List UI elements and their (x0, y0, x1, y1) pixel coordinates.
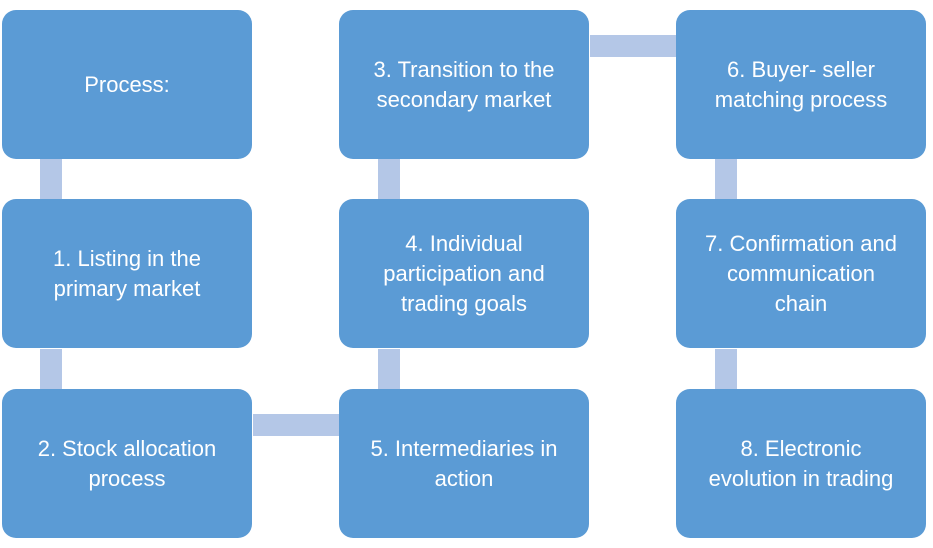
connector-step-6-to-step-7 (715, 159, 737, 199)
step-3-transition-box: 3. Transition to the secondary market (339, 10, 589, 159)
step-2-stock-allocation-box: 2. Stock allocation process (2, 389, 252, 538)
connector-step-7-to-step-8 (715, 349, 737, 389)
step-5-intermediaries-box: 5. Intermediaries in action (339, 389, 589, 538)
connector-step-2-to-step-5 (253, 414, 339, 436)
connector-process-to-step-1 (40, 159, 62, 199)
step-7-confirmation-box: 7. Confirmation and communication chain (676, 199, 926, 348)
step-6-buyer-seller-box: 6. Buyer- seller matching process (676, 10, 926, 159)
connector-step-5-to-step-4 (378, 349, 400, 389)
connector-step-3-to-step-6 (590, 35, 676, 57)
connector-step-4-to-step-3 (378, 159, 400, 199)
connector-step-1-to-step-2 (40, 349, 62, 389)
step-8-electronic-evolution-box: 8. Electronic evolution in trading (676, 389, 926, 538)
step-4-individual-participation-box: 4. Individual participation and trading … (339, 199, 589, 348)
step-1-listing-box: 1. Listing in the primary market (2, 199, 252, 348)
process-header-box: Process: (2, 10, 252, 159)
